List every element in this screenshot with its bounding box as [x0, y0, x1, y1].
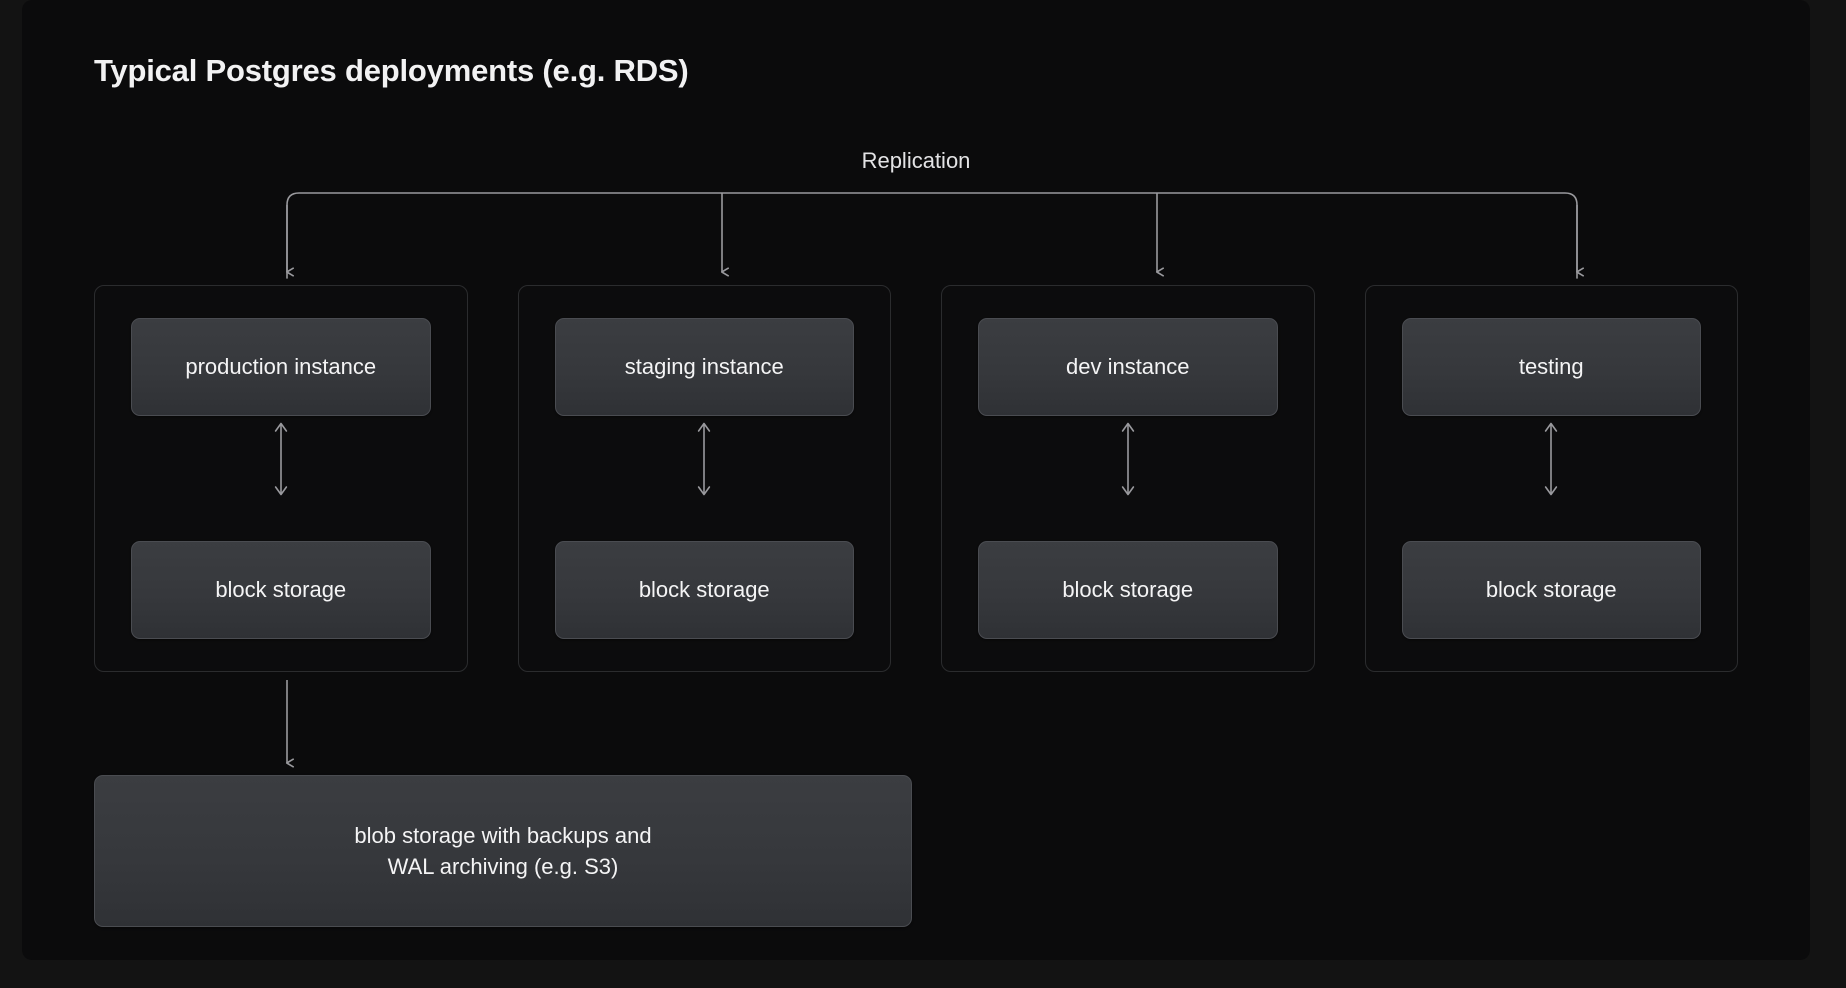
storage-box-dev[interactable]: block storage [978, 541, 1278, 639]
instance-storage-link-testing [1402, 416, 1702, 541]
instance-box-dev[interactable]: dev instance [978, 318, 1278, 416]
page-title: Typical Postgres deployments (e.g. RDS) [94, 53, 689, 88]
instance-box-staging[interactable]: staging instance [554, 318, 854, 416]
environment-group-testing[interactable]: testing block storage [1364, 285, 1738, 672]
instance-box-production[interactable]: production instance [131, 318, 431, 416]
bidirectional-arrow-icon [1121, 422, 1134, 496]
replication-label: Replication [861, 148, 971, 173]
bidirectional-arrow-icon [1545, 422, 1558, 496]
bidirectional-arrow-icon [698, 422, 711, 496]
storage-box-staging[interactable]: block storage [554, 541, 854, 639]
diagram-panel: Typical Postgres deployments (e.g. RDS) … [22, 0, 1810, 960]
instance-storage-link-production [131, 416, 431, 541]
storage-box-testing[interactable]: block storage [1401, 541, 1701, 639]
environment-groups: production instance block storage stagin… [94, 285, 1738, 672]
environment-group-staging[interactable]: staging instance block storage [517, 285, 891, 672]
instance-box-testing[interactable]: testing [1401, 318, 1701, 416]
environment-group-production[interactable]: production instance block storage [94, 285, 468, 672]
instance-storage-link-staging [555, 416, 855, 541]
instance-storage-link-dev [978, 416, 1278, 541]
bidirectional-arrow-icon [274, 422, 287, 496]
storage-box-production[interactable]: block storage [131, 541, 431, 639]
environment-group-dev[interactable]: dev instance block storage [941, 285, 1315, 672]
blob-storage-box[interactable]: blob storage with backups and WAL archiv… [94, 775, 912, 927]
